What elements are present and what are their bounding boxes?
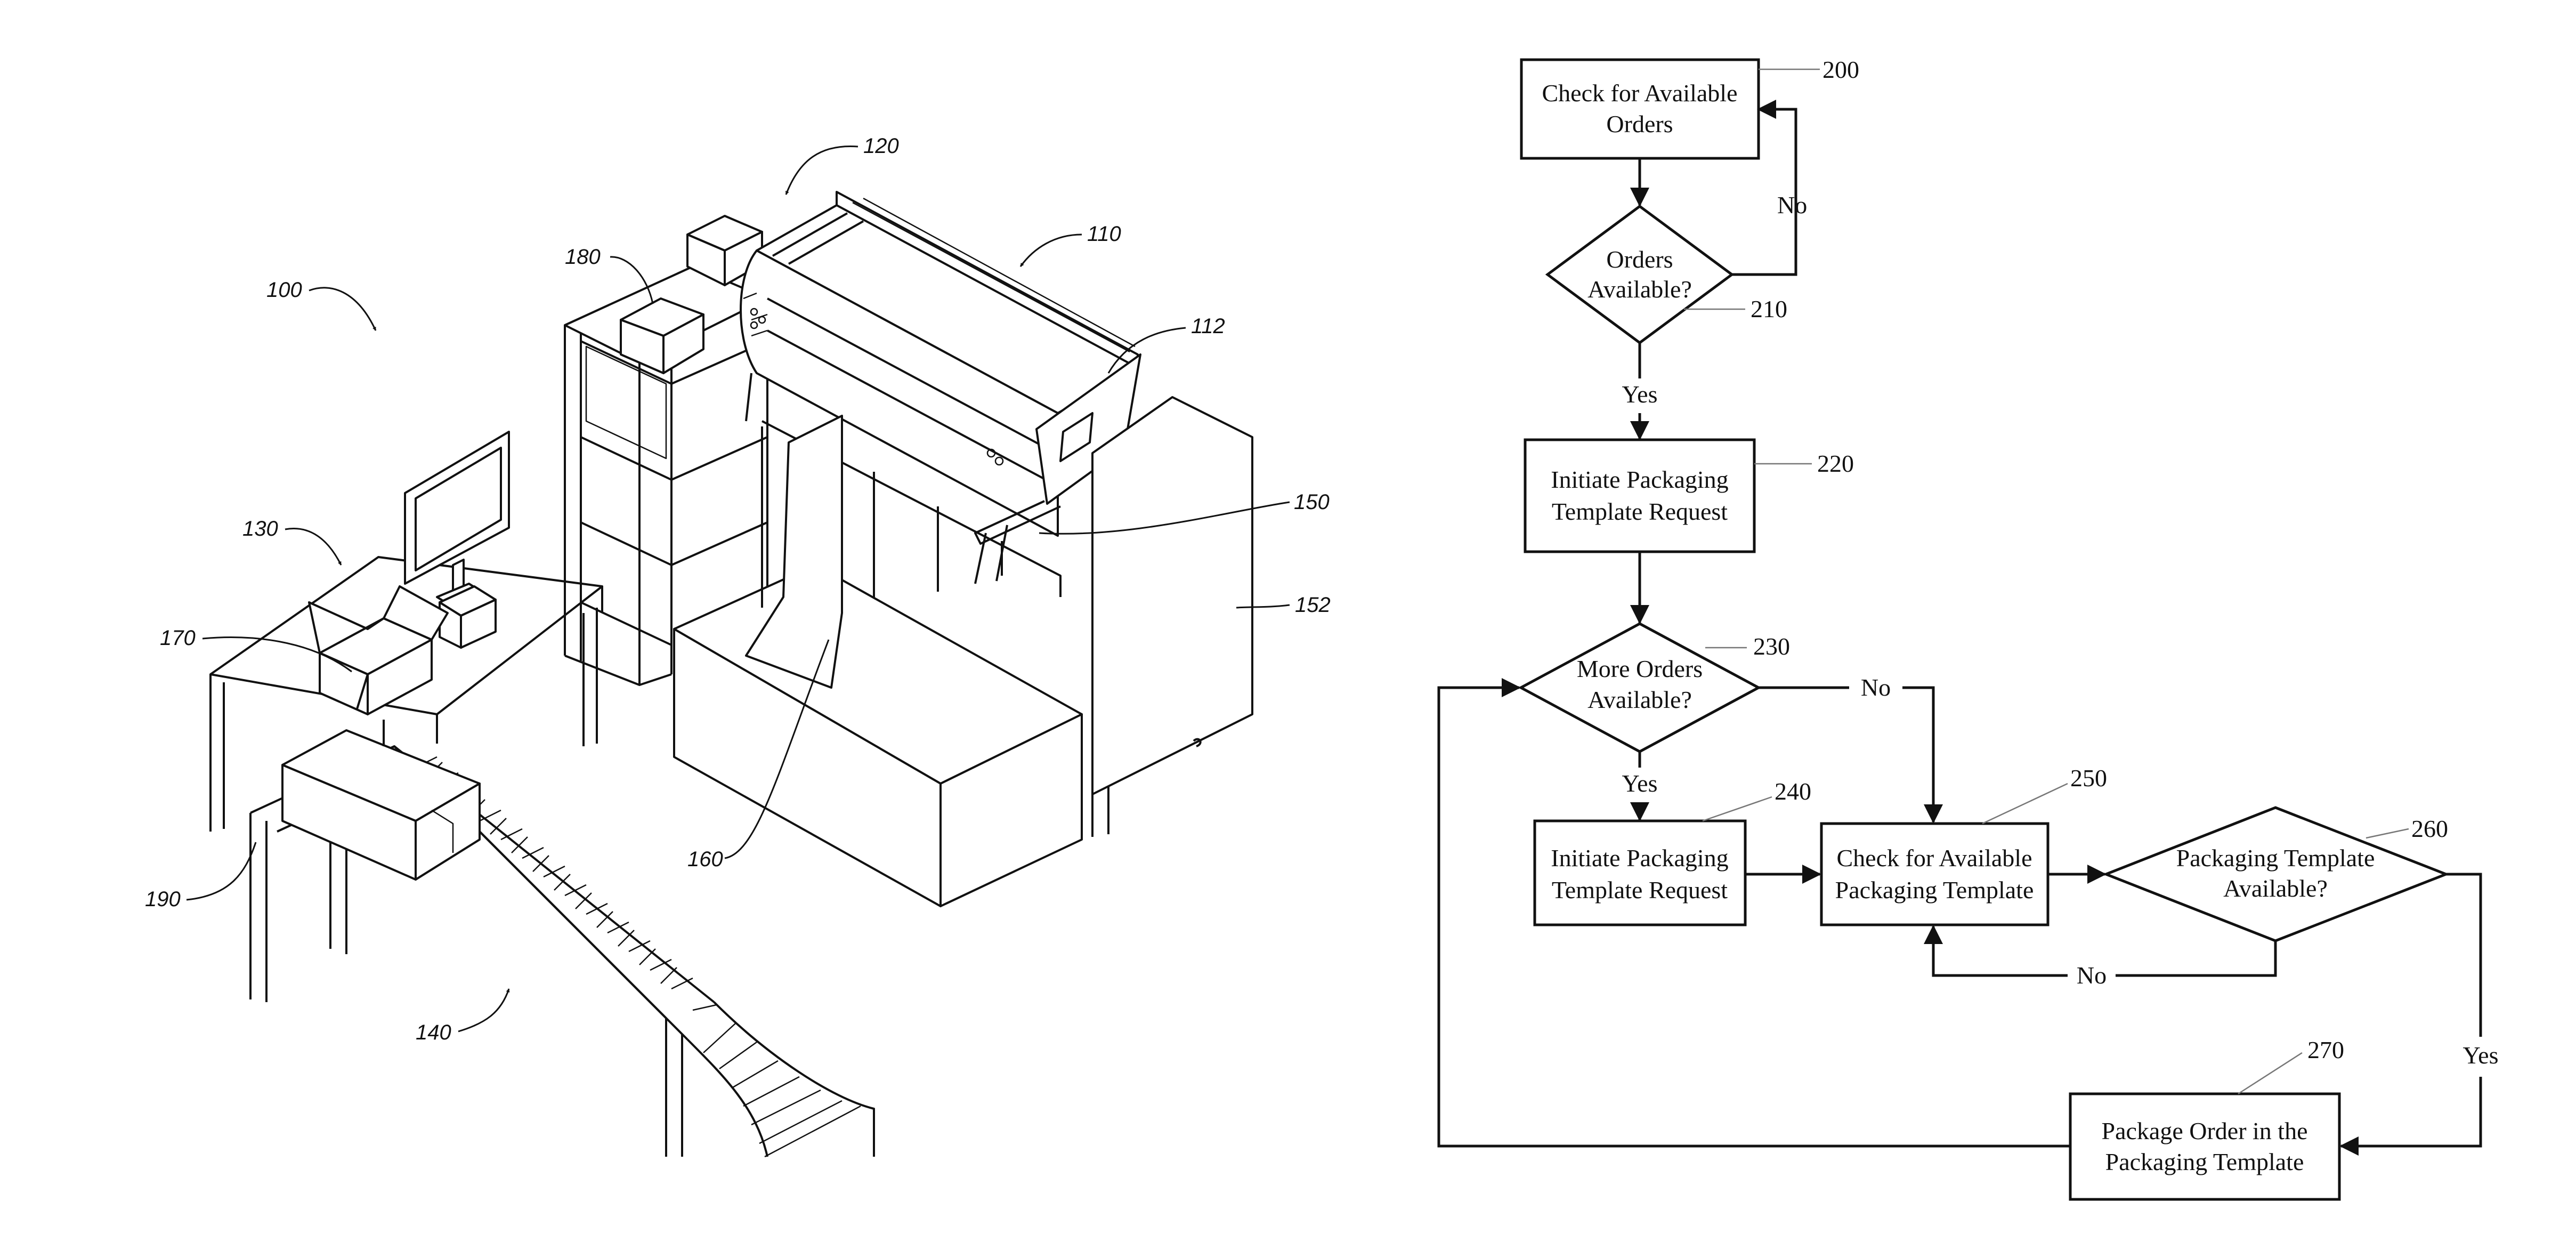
ref-112: 112 (1191, 314, 1225, 338)
label-yes-230: Yes (1622, 770, 1658, 797)
step-240-line1: Initiate Packaging (1551, 844, 1728, 872)
ref-160: 160 (687, 848, 723, 871)
ref-130: 130 (242, 517, 278, 541)
step-240-box: Initiate Packaging Template Request 240 (1535, 778, 1811, 925)
step-270-box: Package Order in the Packaging Template … (2070, 1036, 2344, 1199)
step-200-box: Check for Available Orders 200 (1521, 56, 1859, 158)
step-220-line1: Initiate Packaging (1551, 466, 1728, 493)
packaging-system-illustration: 100 110 112 120 130 140 150 152 160 170 … (145, 134, 1331, 1157)
box-on-conveyor (282, 730, 480, 880)
decision-230: More Orders Available? 230 (1521, 624, 1790, 752)
step-250-ref: 250 (2070, 764, 2107, 792)
decision-260-ref: 260 (2411, 815, 2448, 842)
step-220-box: Initiate Packaging Template Request 220 (1525, 440, 1854, 552)
flowchart: Check for Available Orders 200 Orders Av… (1439, 56, 2498, 1199)
decision-260-line1: Packaging Template (2176, 844, 2375, 872)
step-200-line1: Check for Available (1542, 79, 1737, 107)
decision-230-ref: 230 (1753, 633, 1790, 660)
ref-120: 120 (863, 134, 899, 158)
ref-152: 152 (1295, 593, 1331, 617)
decision-210-line1: Orders (1606, 246, 1673, 273)
ref-150: 150 (1294, 490, 1330, 514)
decision-260-line2: Available? (2223, 875, 2328, 902)
ref-170: 170 (160, 626, 196, 650)
ref-100: 100 (266, 278, 302, 302)
step-250-line2: Packaging Template (1835, 876, 2034, 904)
step-250-box: Check for Available Packaging Template 2… (1821, 764, 2107, 925)
decision-210-ref: 210 (1751, 295, 1787, 322)
label-yes-210: Yes (1622, 381, 1658, 408)
label-yes-260: Yes (2463, 1042, 2499, 1069)
step-240-line2: Template Request (1552, 876, 1728, 904)
step-270-ref: 270 (2307, 1036, 2344, 1063)
machine-stand (1092, 397, 1252, 837)
decision-210-line2: Available? (1587, 276, 1692, 303)
label-no-230: No (1861, 674, 1891, 701)
decision-230-line2: Available? (1587, 686, 1692, 713)
ref-190: 190 (145, 888, 181, 911)
decision-260: Packaging Template Available? 260 (2106, 808, 2448, 941)
step-240-ref: 240 (1775, 778, 1811, 805)
ref-180: 180 (565, 245, 601, 269)
step-200-ref: 200 (1822, 56, 1859, 83)
step-250-line1: Check for Available (1836, 844, 2032, 872)
ref-140: 140 (416, 1021, 451, 1044)
step-220-line2: Template Request (1552, 498, 1728, 525)
label-no-260: No (2077, 962, 2107, 989)
step-220-ref: 220 (1817, 450, 1854, 477)
step-270-line1: Package Order in the (2101, 1117, 2307, 1144)
decision-230-line1: More Orders (1577, 655, 1703, 682)
label-no-210: No (1777, 191, 1807, 219)
step-270-line2: Packaging Template (2105, 1148, 2304, 1175)
step-200-line2: Orders (1606, 110, 1673, 138)
ref-110: 110 (1087, 222, 1121, 246)
